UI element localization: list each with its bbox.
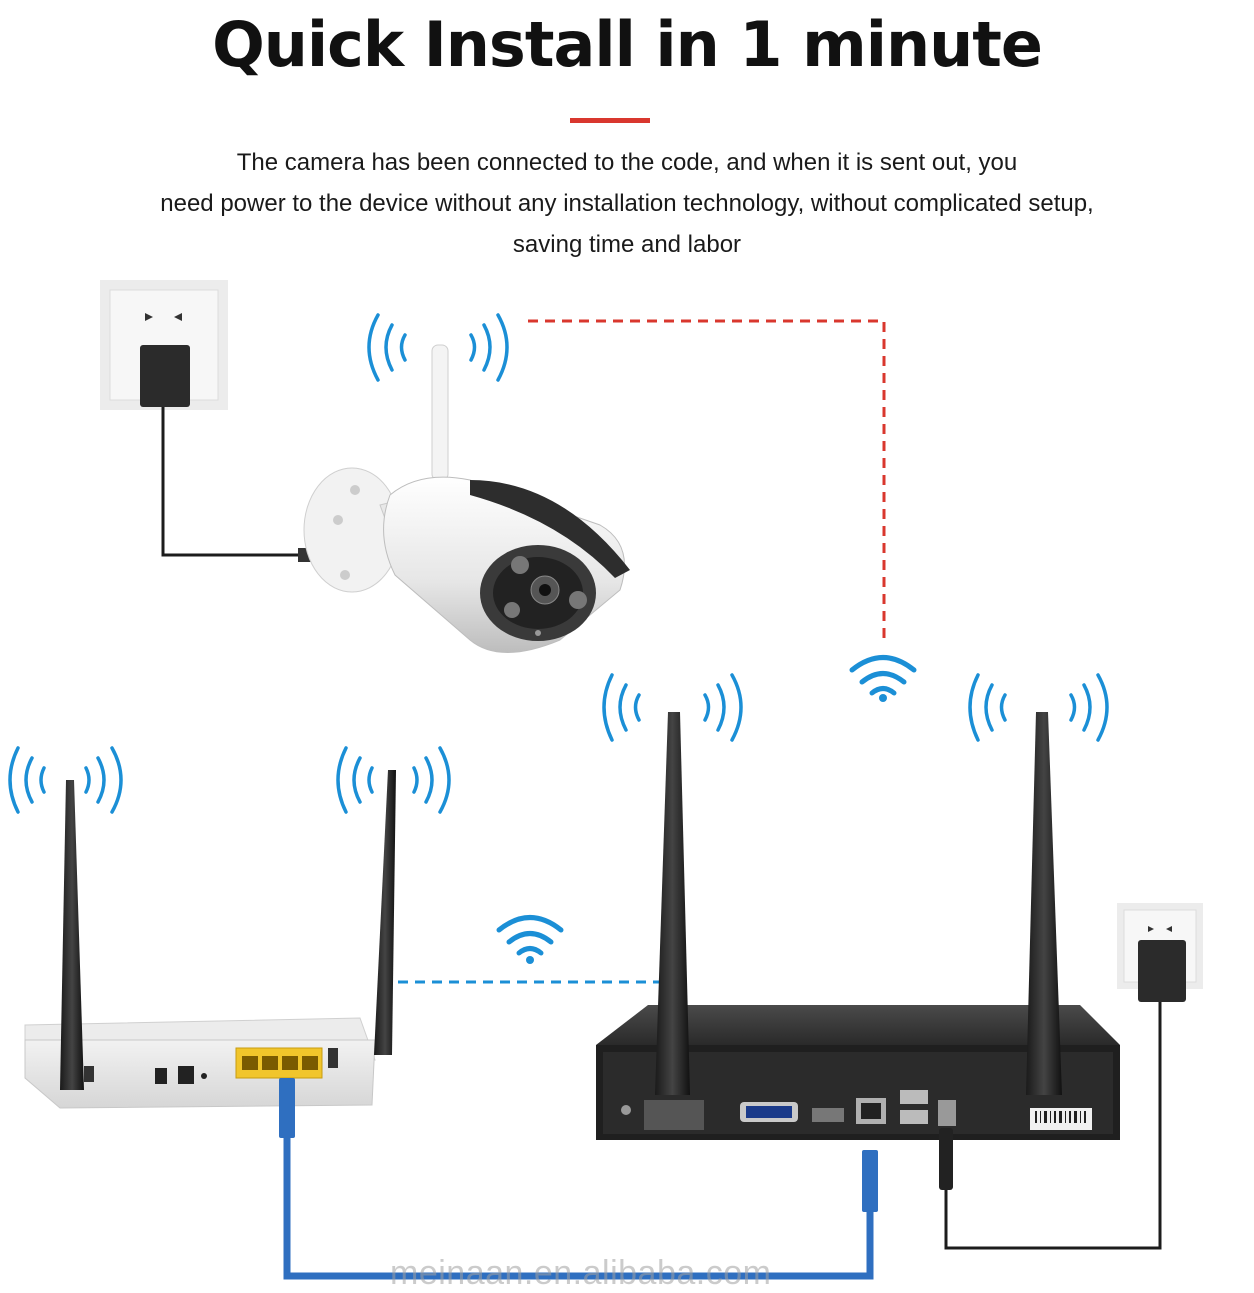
subtitle-line-2: need power to the device without any ins…: [160, 190, 1094, 217]
ethernet-cable: [279, 1078, 878, 1280]
nvr-recorder: [596, 712, 1120, 1140]
watermark: meinaan.en.alibaba.com: [390, 1254, 772, 1292]
ip-camera: [303, 344, 630, 653]
power-outlet-right: [939, 903, 1203, 1250]
page-title: Quick Install in 1 minute: [212, 8, 1043, 81]
camera-wifi-signal-icon: [367, 313, 509, 382]
subtitle-line-1: The camera has been connected to the cod…: [236, 149, 1018, 176]
power-outlet-left: [100, 280, 312, 562]
router-wifi-icon: [496, 915, 564, 956]
router-right-antenna-signal-icon: [336, 746, 451, 814]
nvr-wifi-icon: [849, 655, 917, 696]
subtitle-line-3: saving time and labor: [512, 231, 742, 258]
nvr-left-antenna-signal-icon: [602, 673, 743, 742]
wifi-router: [24, 770, 396, 1109]
router-left-antenna-signal-icon: [8, 746, 123, 814]
subtitle: The camera has been connected to the cod…: [80, 142, 1174, 265]
nvr-right-antenna-signal-icon: [968, 673, 1109, 742]
title-underline: [570, 118, 650, 123]
